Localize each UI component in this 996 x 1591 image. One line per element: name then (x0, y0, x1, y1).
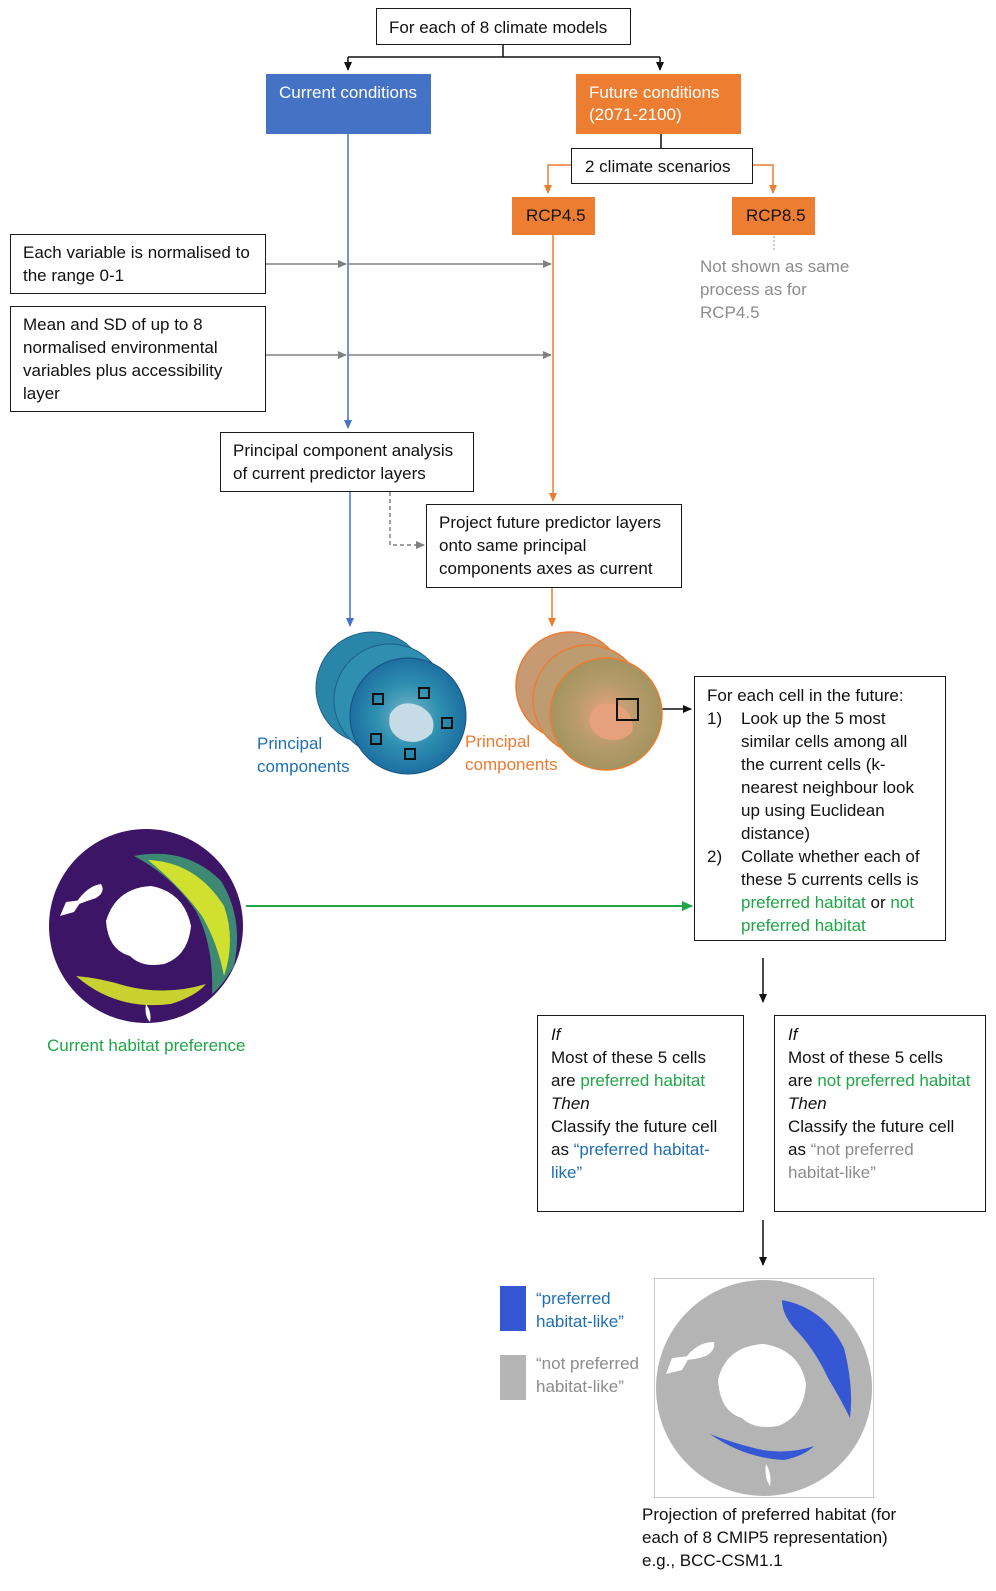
knn-step-2-lead: Collate whether each of these 5 currents… (741, 847, 920, 889)
future-pc-maps (515, 631, 663, 771)
normalise-box: Each variable is normalised to the range… (10, 234, 266, 294)
climate-scenarios-box: 2 climate scenarios (571, 148, 753, 184)
rule-preferred-box: If Most of these 5 cells are preferred h… (537, 1015, 744, 1212)
rule-not-preferred-result-class: “not preferred habitat-like” (788, 1140, 914, 1182)
current-conditions-label: Current conditions (279, 83, 417, 102)
knn-step-1-number: 1) (707, 709, 723, 728)
rule-not-preferred-result-text: Classify the future cell as (788, 1117, 955, 1159)
knn-box: For each cell in the future: 1) Look up … (694, 676, 946, 941)
future-conditions-box: Future conditions (2071-2100) (576, 74, 741, 134)
future-conditions-label: Future conditions (2071-2100) (589, 83, 720, 124)
knn-step-2-number: 2) (707, 847, 723, 866)
current-pc-label: Principal components (257, 734, 350, 776)
current-pc-maps (315, 631, 467, 775)
project-label: Project future predictor layers onto sam… (439, 513, 662, 578)
rcp85-label: RCP8.5 (746, 206, 806, 225)
pca-label: Principal component analysis of current … (233, 441, 454, 483)
knn-step-1: 1) Look up the 5 most similar cells amon… (707, 707, 933, 845)
rule-not-preferred-condition: Most of these 5 cells are not preferred … (788, 1046, 972, 1092)
rcp85-note: Not shown as same process as for RCP4.5 (700, 257, 850, 322)
knn-step-2: 2) Collate whether each of these 5 curre… (707, 845, 933, 937)
rule-preferred-if: If (551, 1025, 561, 1044)
rule-preferred-then: Then (551, 1094, 590, 1113)
legend-swatch-preferred (500, 1286, 526, 1331)
legend-label-preferred: “preferred habitat-like” (536, 1289, 624, 1331)
knn-step-2-preferred: preferred habitat (741, 893, 866, 912)
current-conditions-box: Current conditions (266, 74, 431, 134)
mean-sd-box: Mean and SD of up to 8 normalised enviro… (10, 306, 266, 412)
rule-not-preferred-if: If (788, 1025, 798, 1044)
normalise-label: Each variable is normalised to the range… (23, 243, 250, 285)
climate-models-label: For each of 8 climate models (389, 18, 608, 37)
climate-scenarios-label: 2 climate scenarios (585, 157, 731, 176)
rule-preferred-result-text: Classify the future cell as (551, 1117, 718, 1159)
rule-preferred-condition-habitat: preferred habitat (580, 1071, 706, 1090)
habitat-preference-label: Current habitat preference (47, 1036, 246, 1055)
rule-preferred-condition-text: Most of these 5 cells are (551, 1048, 706, 1090)
rule-not-preferred-box: If Most of these 5 cells are not preferr… (774, 1015, 986, 1212)
habitat-preference-map (49, 829, 243, 1023)
projection-caption: Projection of preferred habitat (for eac… (642, 1505, 897, 1570)
rule-not-preferred-condition-text: Most of these 5 cells are (788, 1048, 943, 1090)
pca-box: Principal component analysis of current … (220, 432, 474, 492)
rule-preferred-result-class: “preferred habitat-like” (551, 1140, 710, 1182)
rcp45-label: RCP4.5 (526, 206, 586, 225)
rule-preferred-result: Classify the future cell as “preferred h… (551, 1115, 730, 1184)
knn-step-2-not-preferred: not preferred habitat (741, 893, 914, 935)
rcp45-box: RCP4.5 (512, 197, 595, 235)
mean-sd-label: Mean and SD of up to 8 normalised enviro… (23, 315, 223, 403)
rule-not-preferred-condition-habitat: not preferred habitat (817, 1071, 971, 1090)
knn-step-2-or: or (870, 893, 886, 912)
knn-intro: For each cell in the future: (707, 686, 904, 705)
rcp85-box: RCP8.5 (732, 197, 815, 235)
rule-preferred-condition: Most of these 5 cells are preferred habi… (551, 1046, 730, 1092)
legend-label-not-preferred: “not preferred habitat-like” (536, 1354, 639, 1396)
future-pc-label: Principal components (465, 732, 558, 774)
project-box: Project future predictor layers onto sam… (426, 504, 682, 588)
climate-models-box: For each of 8 climate models (376, 8, 631, 45)
projection-map (654, 1278, 874, 1498)
knn-step-1-text: Look up the 5 most similar cells among a… (741, 709, 914, 843)
rule-not-preferred-then: Then (788, 1094, 827, 1113)
knn-step-2-text: Collate whether each of these 5 currents… (741, 845, 933, 937)
rule-not-preferred-result: Classify the future cell as “not preferr… (788, 1115, 972, 1184)
legend-swatch-not-preferred (500, 1355, 526, 1400)
